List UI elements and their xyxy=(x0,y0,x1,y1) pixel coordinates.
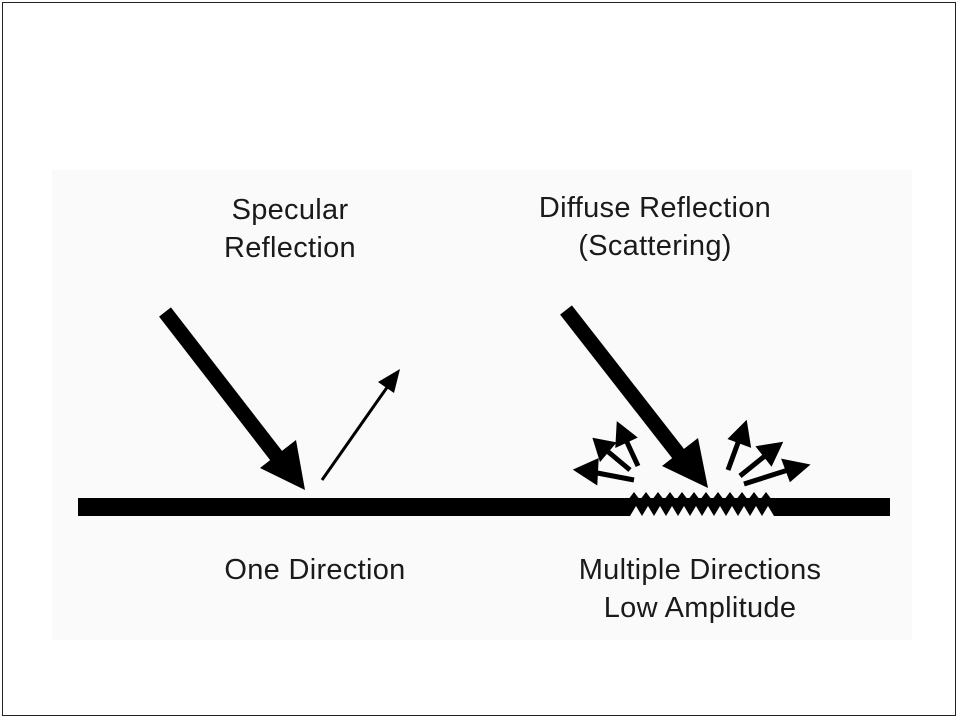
specular-reflection-title: Specular Reflection xyxy=(190,191,390,267)
scattered-arrows-left xyxy=(572,421,641,486)
diffuse-incident-arrow xyxy=(560,305,708,488)
figure-panel xyxy=(52,170,912,640)
rough-surface-bottom-teeth xyxy=(630,506,774,516)
diffuse-caption-line2: Low Amplitude xyxy=(603,592,797,624)
diffuse-caption: Multiple Directions Low Amplitude xyxy=(530,551,870,627)
diffuse-caption-line1: Multiple Directions xyxy=(578,554,822,586)
specular-title-line1: Specular xyxy=(231,194,349,226)
diffuse-reflection-title: Diffuse Reflection (Scattering) xyxy=(495,189,815,265)
diffuse-title-line1: Diffuse Reflection xyxy=(538,192,772,224)
scattered-arrows-right xyxy=(725,419,811,487)
specular-reflected-arrow xyxy=(320,369,400,481)
specular-title-line2: Reflection xyxy=(224,232,356,264)
specular-incident-arrow xyxy=(159,307,305,490)
rough-surface-teeth xyxy=(628,492,772,500)
diffuse-title-line2: (Scattering) xyxy=(578,230,732,262)
specular-caption: One Direction xyxy=(224,554,406,586)
